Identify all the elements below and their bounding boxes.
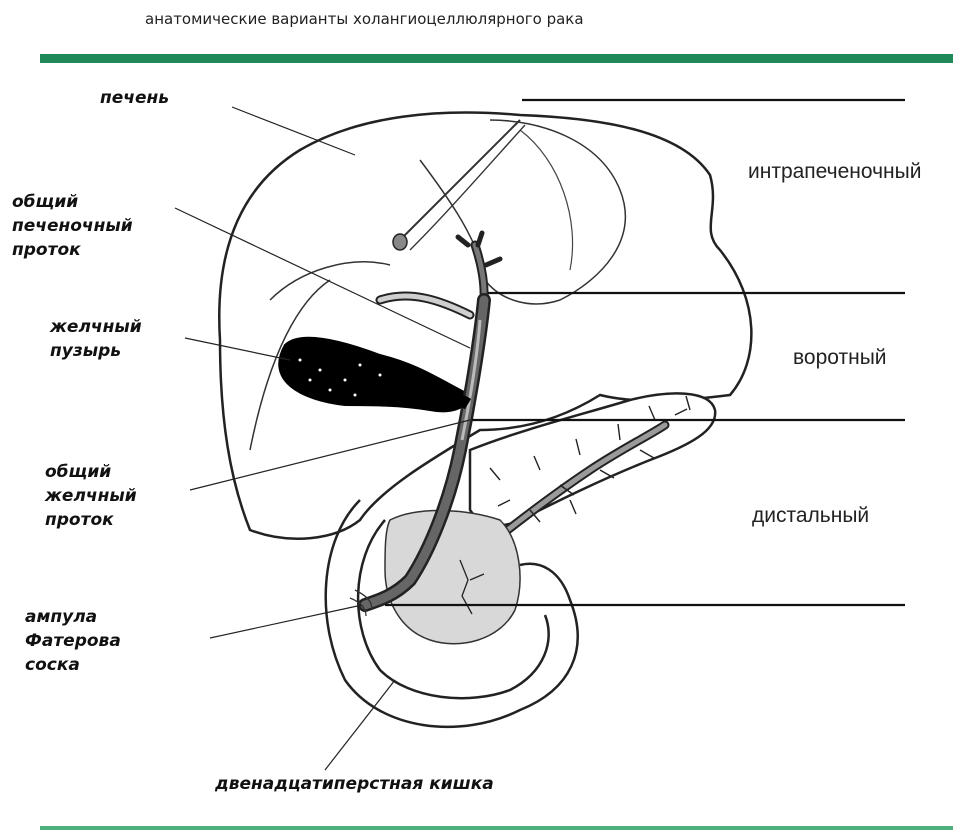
zone-intrahepatic: интрапеченочный xyxy=(748,160,921,184)
cystic-duct xyxy=(430,397,468,404)
label-common-hepatic-duct: общий печеночный проток xyxy=(12,190,133,262)
zone-distal: дистальный xyxy=(752,504,869,528)
label-gallbladder: желчный пузырь xyxy=(50,315,142,363)
label-common-bile-duct: общий желчный проток xyxy=(45,460,137,532)
label-duodenum: двенадцатиперстная кишка xyxy=(215,772,494,796)
label-ampulla: ампула Фатерова соска xyxy=(25,605,121,677)
label-liver: печень xyxy=(100,86,169,110)
zone-hilar: воротный xyxy=(793,346,887,370)
